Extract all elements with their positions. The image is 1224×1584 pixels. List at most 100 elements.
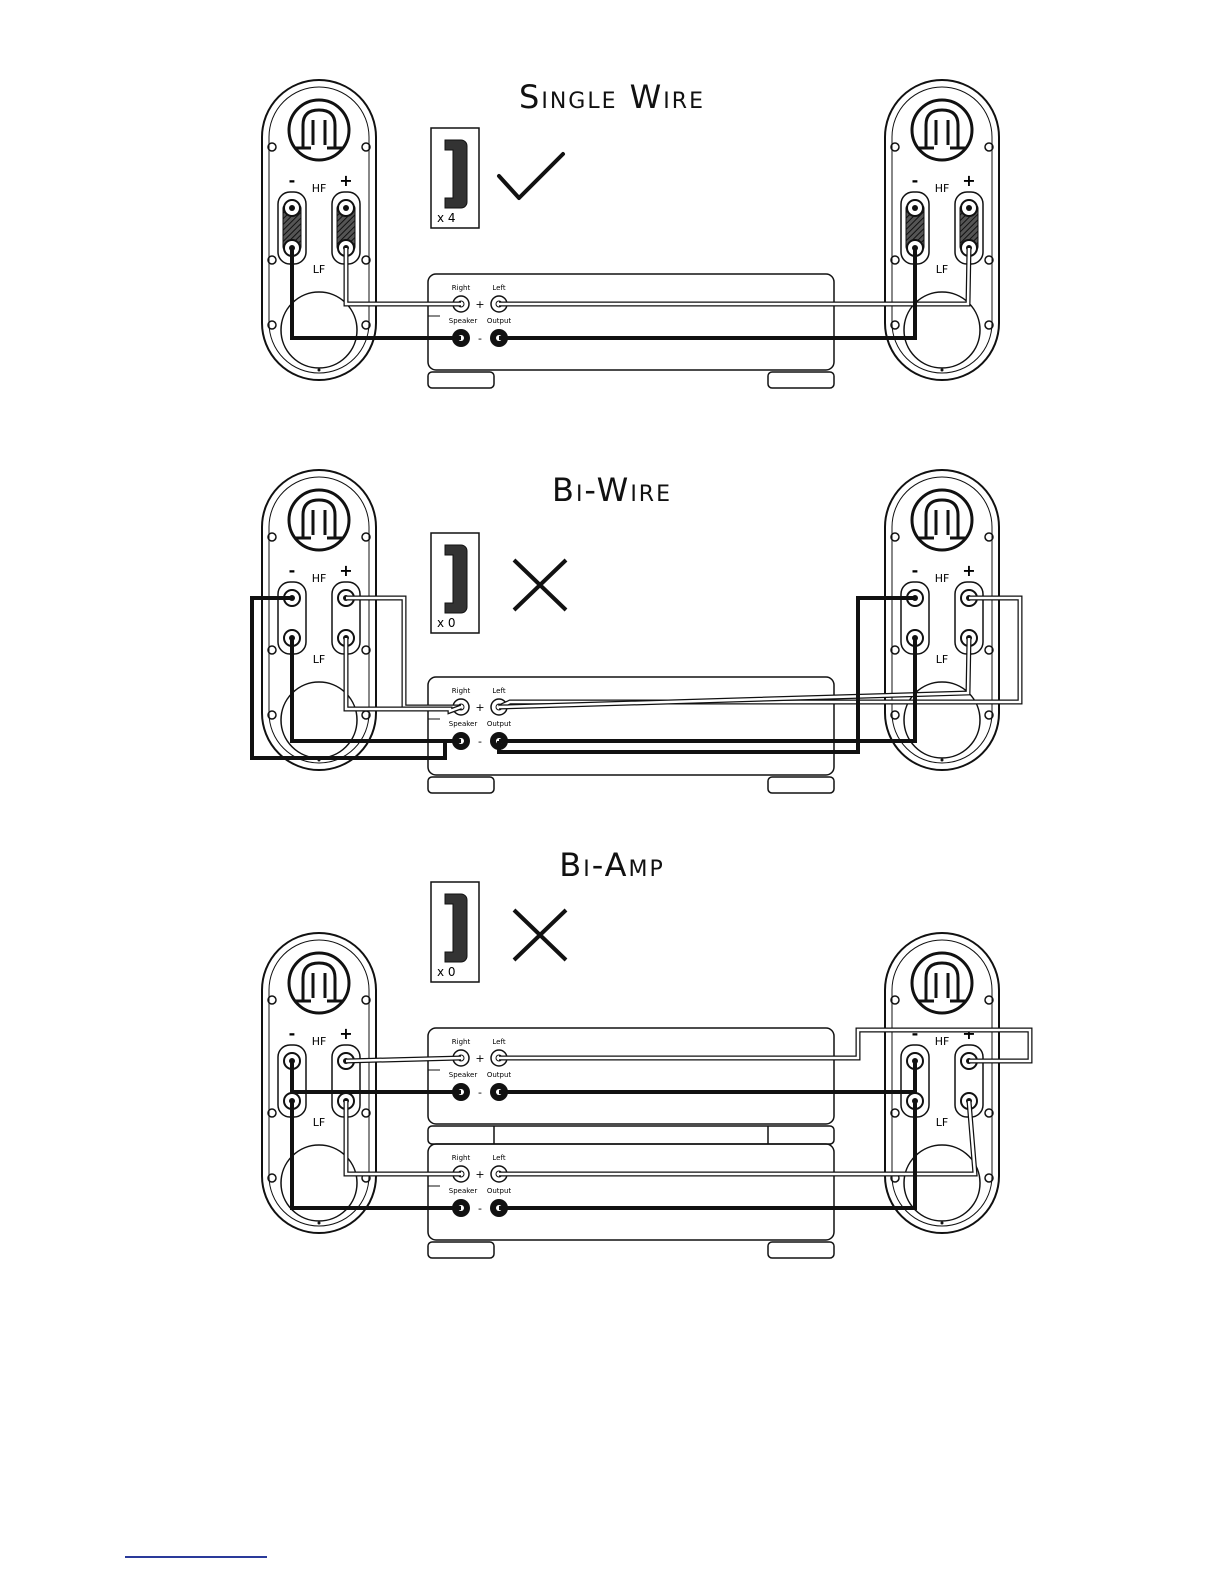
hf-label: HF (312, 572, 327, 585)
amp-foot (428, 777, 494, 793)
positive-wire (346, 1101, 461, 1174)
amplifier: Right LeftSpeaker Output+ - (428, 274, 834, 388)
strap-count-label: x 4 (437, 211, 456, 225)
plus-label: + (475, 298, 484, 311)
diagram-title: Single Wire (0, 78, 1224, 116)
speaker: - + HF LF (262, 470, 376, 770)
minus-label: - (912, 171, 919, 190)
amp-foot (768, 777, 834, 793)
strap-legend: x 0 (431, 533, 479, 633)
speaker: -+HFLF (885, 80, 999, 380)
lf-label: LF (936, 1116, 948, 1129)
speaker-label: Speaker (449, 1071, 478, 1079)
positive-wire (499, 248, 969, 304)
minus-label: - (912, 561, 919, 580)
woofer-dot (318, 369, 321, 372)
left-label: Left (492, 1038, 505, 1046)
amp-foot (428, 1242, 494, 1258)
left-label: Left (492, 284, 505, 292)
jumper-strap-icon (445, 894, 467, 962)
speaker-cabinet (885, 470, 999, 770)
positive-wire-core (499, 248, 969, 304)
minus-label: - (478, 332, 482, 345)
woofer-dot (941, 369, 944, 372)
negative-wire (499, 248, 915, 338)
negative-wire (499, 638, 915, 741)
speaker-cabinet-inner (269, 477, 369, 763)
minus-label: - (912, 1024, 919, 1043)
plus-label: + (339, 561, 352, 580)
brand-logo-icon (912, 953, 972, 1013)
negative-wire (499, 1061, 915, 1092)
right-label: Right (452, 1038, 471, 1046)
minus-label: - (478, 735, 482, 748)
binding-post-center (912, 205, 918, 211)
speaker-label: Speaker (449, 317, 478, 325)
diagram-title: Bi-Amp (0, 846, 1224, 884)
lf-label: LF (313, 1116, 325, 1129)
speaker-cabinet (262, 470, 376, 770)
minus-label: - (289, 561, 296, 580)
hf-label: HF (935, 1035, 950, 1048)
check-icon (499, 154, 563, 198)
strap-legend: x 4 (431, 128, 479, 228)
plus-label: + (475, 1168, 484, 1181)
output-label: Output (487, 317, 512, 325)
speaker-cabinet-inner (892, 940, 992, 1226)
lf-label: LF (936, 653, 948, 666)
strap-legend: x 0 (431, 882, 479, 982)
jumper-strap-icon (445, 545, 467, 613)
amp-foot (428, 372, 494, 388)
bi-wire-diagram: Bi-Wire -+HFLF-+HFLFx 0RightLeftSpeakerO… (0, 455, 1224, 805)
binding-post-center (289, 205, 295, 211)
positive-wire (499, 1030, 1030, 1061)
woofer-dot (941, 759, 944, 762)
amp-foot (768, 1242, 834, 1258)
right-label: Right (452, 1154, 471, 1162)
cross-icon (514, 560, 566, 610)
lf-label: LF (313, 263, 325, 276)
hf-label: HF (935, 572, 950, 585)
plus-label: + (339, 1024, 352, 1043)
woofer-dot (318, 1222, 321, 1225)
speaker: -+HFLF (885, 933, 999, 1233)
output-label: Output (487, 720, 512, 728)
hf-label: HF (312, 1035, 327, 1048)
minus-label: - (289, 1024, 296, 1043)
plus-label: + (962, 171, 975, 190)
hf-label: HF (312, 182, 327, 195)
speaker-cabinet-inner (892, 477, 992, 763)
speaker-cabinet-inner (269, 940, 369, 1226)
binding-post-center (343, 205, 349, 211)
speaker-cabinet (885, 80, 999, 380)
output-label: Output (487, 1071, 512, 1079)
right-label: Right (452, 687, 471, 695)
hf-label: HF (935, 182, 950, 195)
binding-post-center (966, 205, 972, 211)
speaker-label: Speaker (449, 720, 478, 728)
footer-link-underline[interactable] (125, 1556, 267, 1558)
strap-count-label: x 0 (437, 616, 456, 630)
speaker: - + HF LF (885, 470, 999, 770)
right-label: Right (452, 284, 471, 292)
jumper-strap-icon (445, 140, 467, 208)
single-wire-diagram: Single Wire -+HFLF-+HFLFx 4RightLeftSpea… (0, 60, 1224, 400)
amp-foot (768, 372, 834, 388)
minus-label: - (478, 1086, 482, 1099)
diagram-title: Bi-Wire (0, 471, 1224, 509)
plus-label: + (475, 1052, 484, 1065)
speaker-cabinet (885, 933, 999, 1233)
minus-label: - (478, 1202, 482, 1215)
lf-label: LF (313, 653, 325, 666)
woofer-dot (941, 1222, 944, 1225)
brand-logo-icon (289, 953, 349, 1013)
plus-label: + (339, 171, 352, 190)
positive-wire-core (346, 1101, 461, 1174)
plus-label: + (962, 561, 975, 580)
